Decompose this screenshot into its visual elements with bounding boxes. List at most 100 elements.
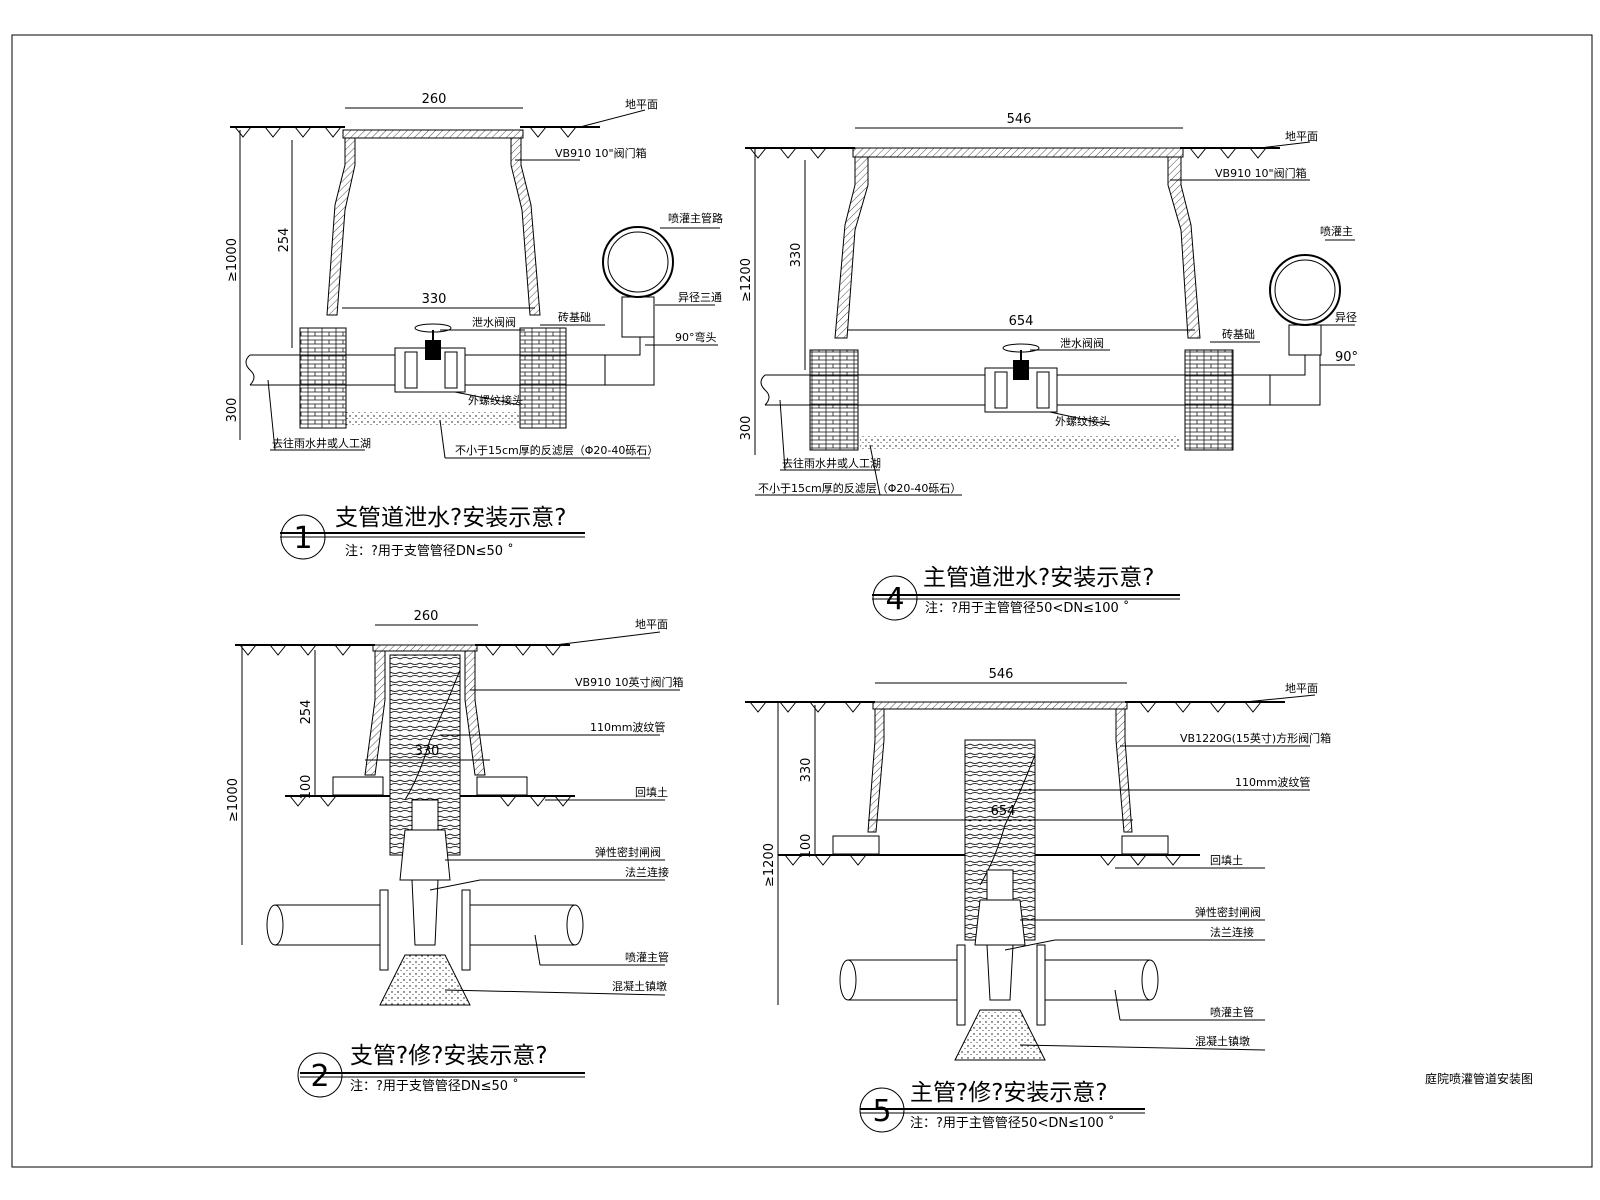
label-valve: 泄水阀阀 <box>472 315 516 329</box>
label-pier: 混凝土镇墩 <box>612 979 667 993</box>
detail-number: 1 <box>293 521 312 556</box>
label-gravel: 不小于15cm厚的反滤层（Φ20-40砾石） <box>455 443 658 457</box>
detail-1: 260 330 254 ≥1000 300 地平面 VB910 10"阀门箱 喷… <box>225 92 723 560</box>
dim-depth: 330 <box>799 758 814 783</box>
label-reducer: 异径 <box>1335 311 1357 324</box>
label-thread: 外螺纹接头 <box>468 393 523 407</box>
gravel-layer <box>860 436 1180 450</box>
labels: 地平面 VB910 10"阀门箱 喷灌主管路 异径三通 90°弯头 砖基础 泄水… <box>267 98 723 459</box>
dim-mid: 654 <box>991 804 1016 819</box>
dim-below: 300 <box>739 416 754 441</box>
dimension-lines: 260 330 254 ≥1000 300 <box>225 92 535 440</box>
detail-title: 主管道泄水?安装示意? <box>923 565 1154 591</box>
detail-4: 546 654 330 ≥1200 300 地平面 VB910 10"阀门箱 喷… <box>739 112 1358 621</box>
ground-surface <box>745 701 1285 713</box>
dim-total: ≥1000 <box>226 778 241 822</box>
labels: 地平面 VB910 10英寸阀门箱 110mm波纹管 回填土 弹性密封闸阀 法兰… <box>429 618 684 996</box>
gate-valve <box>399 799 451 946</box>
dim-total: ≥1000 <box>225 238 240 282</box>
drawing-title: 庭院喷灌管道安装图 <box>1425 1071 1533 1086</box>
drain-valve <box>394 323 466 393</box>
labels: 地平面 VB910 10"阀门箱 喷灌主 异径 90° 砖基础 泄水阀阀 外螺纹… <box>755 130 1358 496</box>
detail-note: 注：?用于主管管径50<DN≤100 ˚ <box>925 600 1129 616</box>
cut-line <box>404 669 461 801</box>
label-ground: 地平面 <box>1285 682 1318 695</box>
label-main: 喷灌主 <box>1320 225 1353 238</box>
ground-surface <box>230 126 600 138</box>
label-valve: 弹性密封闸阀 <box>595 845 661 859</box>
label-drain: 去往雨水井或人工湖 <box>782 456 881 470</box>
label-thread: 外螺纹接头 <box>1055 414 1110 428</box>
detail-2: 260 330 254 100 ≥1000 地平面 VB910 10英寸阀门箱 … <box>226 609 684 1098</box>
dim-base: 100 <box>299 775 314 800</box>
label-box: VB910 10"阀门箱 <box>555 146 647 160</box>
dimension-lines: 546 654 330 ≥1200 300 <box>739 112 1195 455</box>
detail-5: 546 654 330 100 ≥1200 地平面 VB1220G(15英寸)方… <box>745 667 1331 1133</box>
detail-title-block: 4 主管道泄水?安装示意? 注：?用于主管管径50<DN≤100 ˚ <box>872 565 1180 621</box>
dimension-lines: 546 654 330 100 ≥1200 <box>762 667 1133 1005</box>
label-elbow: 90° <box>1335 350 1358 365</box>
drain-valve <box>984 343 1058 413</box>
dim-top: 546 <box>1007 112 1032 127</box>
brick-pier-left <box>299 327 347 429</box>
detail-title: 主管?修?安装示意? <box>910 1080 1108 1106</box>
valve-box <box>832 701 1169 855</box>
main-pipe <box>839 944 1159 1026</box>
label-drain: 去往雨水井或人工湖 <box>272 436 371 450</box>
dimension-lines: 260 330 254 100 ≥1000 <box>226 609 490 945</box>
main-pipe <box>602 226 674 386</box>
label-brick: 砖基础 <box>1222 327 1255 341</box>
dim-mid: 654 <box>1009 314 1034 329</box>
label-gravel: 不小于15cm厚的反滤层（Φ20-40砾石） <box>758 481 961 495</box>
main-pipe <box>266 889 584 971</box>
dim-total: ≥1200 <box>762 843 777 887</box>
dim-base: 100 <box>799 834 814 859</box>
ground-surface <box>235 644 570 656</box>
label-box: VB1220G(15英寸)方形阀门箱 <box>1180 731 1331 745</box>
label-flange: 法兰连接 <box>625 865 669 879</box>
cut-line <box>979 754 1036 886</box>
label-brick: 砖基础 <box>558 310 591 324</box>
label-fill: 回填土 <box>635 785 668 799</box>
label-flange: 法兰连接 <box>1210 925 1254 939</box>
dim-total: ≥1200 <box>739 258 754 302</box>
label-main: 喷灌主管 <box>1210 1005 1254 1019</box>
label-box: VB910 10英寸阀门箱 <box>575 675 684 689</box>
label-main: 喷灌主管 <box>625 950 669 964</box>
detail-note: 注：?用于支管管径DN≤50 ˚ <box>345 543 514 559</box>
gravel-layer <box>345 412 520 426</box>
valve-box <box>834 147 1201 339</box>
detail-note: 注：?用于支管管径DN≤50 ˚ <box>350 1078 519 1094</box>
dim-depth: 254 <box>299 700 314 725</box>
dim-top: 260 <box>414 609 439 624</box>
label-reducer: 异径三通 <box>678 291 722 304</box>
main-pipe <box>1269 254 1341 406</box>
dim-mid: 330 <box>415 744 440 759</box>
label-box: VB910 10"阀门箱 <box>1215 166 1307 180</box>
label-main: 喷灌主管路 <box>668 211 723 225</box>
label-pipe: 110mm波纹管 <box>1235 775 1310 789</box>
label-fill: 回填土 <box>1210 853 1243 867</box>
gate-valve <box>974 869 1026 1001</box>
dim-top: 260 <box>422 92 447 107</box>
dim-below: 300 <box>225 398 240 423</box>
detail-title: 支管?修?安装示意? <box>350 1043 548 1069</box>
dim-top: 546 <box>989 667 1014 682</box>
brick-pier-left <box>809 349 859 451</box>
concrete-pier <box>954 1009 1046 1061</box>
label-valve: 泄水阀阀 <box>1060 336 1104 350</box>
brick-pier-right <box>519 327 567 429</box>
dim-depth: 254 <box>277 228 292 253</box>
label-elbow: 90°弯头 <box>675 330 717 344</box>
detail-title-block: 5 主管?修?安装示意? 注：?用于主管管径50<DN≤100 ˚ <box>859 1080 1145 1133</box>
label-ground: 地平面 <box>625 98 658 111</box>
detail-title-block: 1 支管道泄水?安装示意? 注：?用于支管管径DN≤50 ˚ <box>280 505 585 560</box>
label-pipe: 110mm波纹管 <box>590 720 665 734</box>
detail-title: 支管道泄水?安装示意? <box>335 505 566 531</box>
valve-box <box>326 129 541 316</box>
label-pier: 混凝土镇墩 <box>1195 1034 1250 1048</box>
concrete-pier <box>379 954 471 1006</box>
label-valve: 弹性密封闸阀 <box>1195 905 1261 919</box>
sheet-border <box>11 34 1593 1168</box>
